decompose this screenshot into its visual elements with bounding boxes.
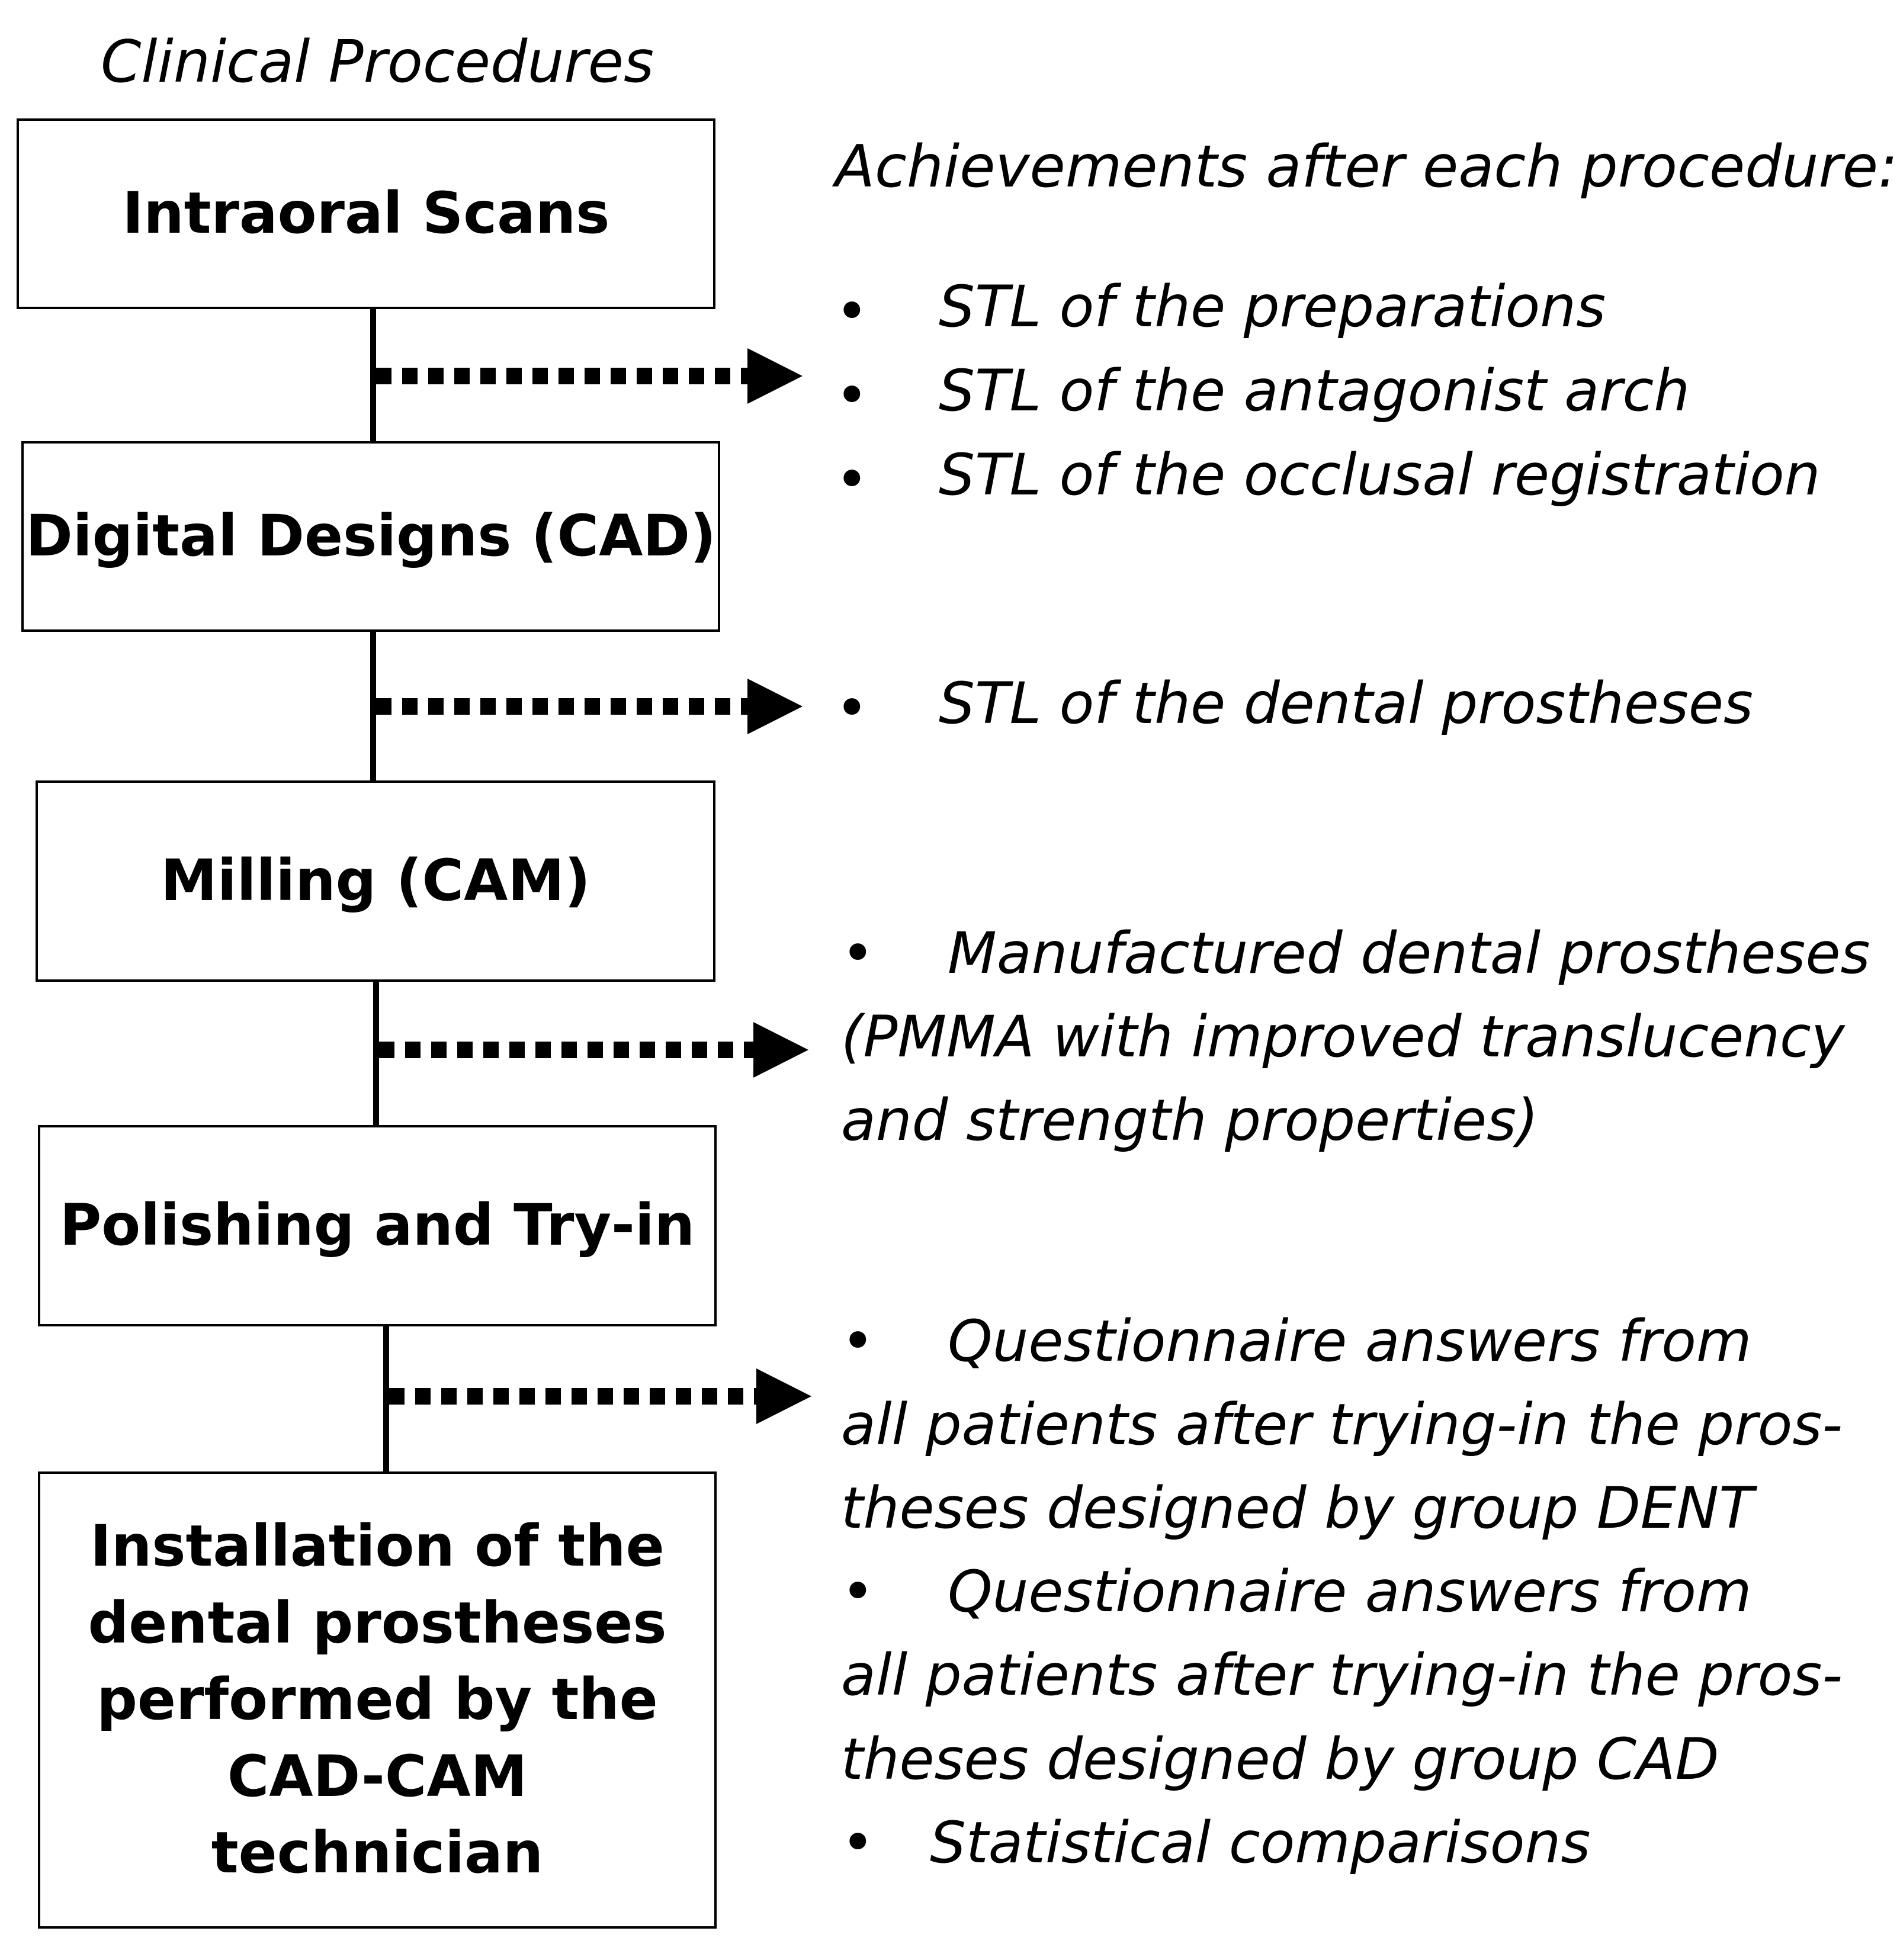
step-label: Digital Designs (CAD) [25, 503, 716, 570]
step-label: Intraoral Scans [122, 180, 610, 247]
arrowhead-4 [756, 1368, 811, 1424]
bullet: • [841, 1308, 875, 1374]
arrowhead-1 [747, 348, 803, 404]
step-box-digital-designs: Digital Designs (CAD) [21, 441, 720, 632]
bullet: • [835, 446, 869, 513]
achievement-line: theses designed by group CAD [841, 1726, 1719, 1792]
achievement-line: Manufactured dental prostheses [948, 920, 1870, 987]
bullet: • [841, 1809, 875, 1876]
clinical-procedures-title: Clinical Procedures [101, 28, 654, 96]
achievement-line: all patients after trying-in the pros- [841, 1392, 1843, 1458]
step-label: Polishing and Try-in [59, 1192, 695, 1259]
arrowhead-2 [747, 679, 803, 734]
achievement-line: Statistical comparisons [930, 1809, 1591, 1876]
bullet: • [835, 675, 869, 741]
bullet: • [835, 362, 869, 429]
step-label: Installation of the dental prostheses pe… [88, 1513, 667, 1887]
achievement-line: all patients after trying-in the pros- [841, 1642, 1843, 1709]
achievement-item: STL of the preparations [939, 274, 1606, 340]
achievement-line: and strength properties) [841, 1087, 1539, 1154]
step-box-polishing: Polishing and Try-in [38, 1125, 717, 1326]
achievement-item: STL of the dental prostheses [939, 670, 1753, 737]
step-label: Milling (CAM) [161, 847, 590, 914]
achievement-line: (PMMA with improved translucency [841, 1004, 1845, 1071]
achievement-line: Questionnaire answers from [948, 1308, 1752, 1374]
bullet: • [835, 278, 869, 345]
step-box-installation: Installation of the dental prostheses pe… [38, 1471, 717, 1929]
achievement-questionnaires: • Questionnaire answers from all patients… [841, 1300, 1843, 1885]
achievement-item: STL of the antagonist arch [939, 358, 1690, 424]
step-box-intraoral-scans: Intraoral Scans [17, 118, 715, 309]
achievement-manufactured: • Manufactured dental prostheses (PMMA wi… [841, 912, 1870, 1162]
achievement-line: theses designed by group DENT [841, 1475, 1754, 1542]
bullet: • [841, 920, 875, 987]
arrowhead-3 [753, 1022, 808, 1078]
achievement-item: STL of the occlusal registration [939, 442, 1821, 508]
step-box-milling: Milling (CAM) [36, 780, 715, 982]
achievement-line: Questionnaire answers from [948, 1559, 1752, 1625]
bullet: • [841, 1559, 875, 1625]
achievements-title: Achievements after each procedure: [835, 133, 1898, 201]
